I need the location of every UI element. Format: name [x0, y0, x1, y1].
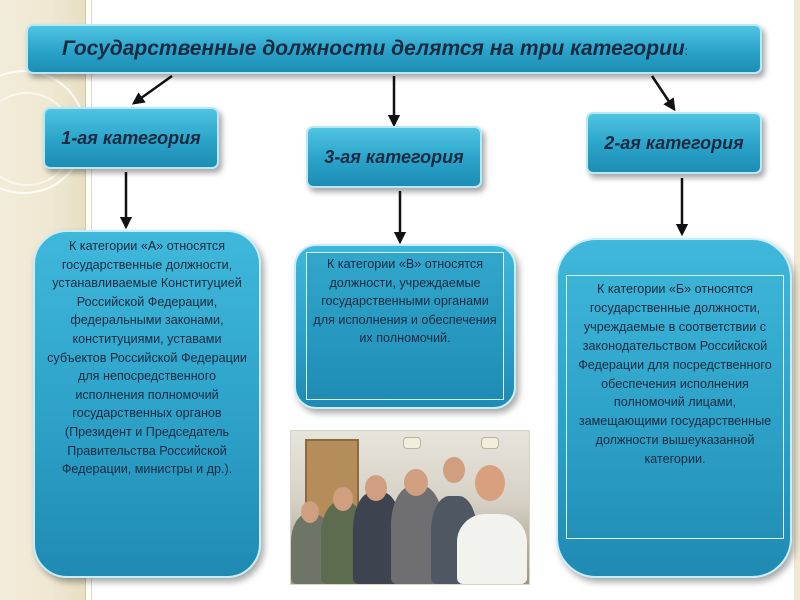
category-box-2: 2-ая категория: [586, 112, 762, 174]
photo-person-head: [443, 457, 465, 483]
decorative-right-edge: [794, 0, 800, 600]
photo-person-head: [301, 501, 319, 523]
description-inner-frame-v: К категории «В» относятся должности, учр…: [306, 252, 504, 400]
photo-person-head: [365, 475, 387, 501]
photo-lamp: [403, 437, 421, 449]
photo-lamp: [481, 437, 499, 449]
description-box-b: К категории «Б» относятся государственны…: [556, 238, 792, 578]
category-box-1: 1-ая категория: [43, 107, 219, 169]
photo-person: [457, 514, 527, 584]
category-box-3: 3-ая категория: [306, 126, 482, 188]
category-label-1: 1-ая категория: [61, 127, 201, 148]
description-box-a: К категории «А» относятся государственны…: [33, 230, 261, 578]
title-box: Государственные должности делятся на три…: [26, 24, 762, 74]
title-colon: :: [684, 44, 689, 58]
photo-person-head: [475, 465, 505, 501]
description-text-v: К категории «В» относятся должности, учр…: [313, 257, 497, 346]
officials-photo: [290, 430, 530, 585]
diagram-title: Государственные должности делятся на три…: [62, 37, 689, 60]
photo-person-head: [333, 487, 353, 511]
photo-person-head: [404, 469, 428, 496]
arrow-title-to-cat1: [131, 74, 173, 105]
description-text-b: К категории «Б» относятся государственны…: [578, 282, 772, 467]
category-label-3: 3-ая категория: [324, 146, 464, 167]
category-label-2: 2-ая категория: [604, 132, 744, 153]
description-text-a: К категории «А» относятся государственны…: [47, 239, 247, 477]
description-box-v: К категории «В» относятся должности, учр…: [294, 244, 516, 409]
description-inner-frame-b: К категории «Б» относятся государственны…: [566, 275, 784, 539]
arrow-title-to-cat2: [650, 75, 676, 112]
